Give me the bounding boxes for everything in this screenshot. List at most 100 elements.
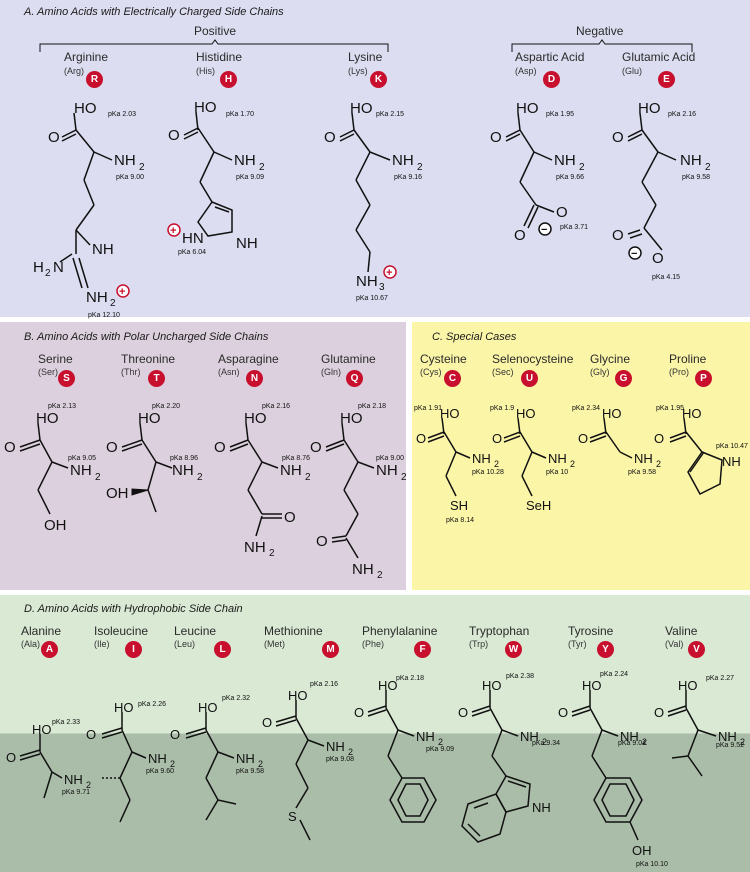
atom-ho: HO: [440, 406, 460, 421]
atom-s: S: [288, 809, 297, 824]
aa-badge-arginine: R: [86, 71, 103, 88]
atom-ho: HO: [198, 700, 218, 715]
aa-name-selenocysteine: Selenocysteine: [492, 352, 574, 366]
panel-special: [412, 322, 750, 590]
pka-label: pKa 2.26: [138, 701, 166, 708]
pka-label: pKa 2.38: [506, 673, 534, 680]
pka-label: pKa 1.70: [226, 111, 254, 118]
structure-arginine: HO pKa 2.03 O NH 2 pKa 9.00 NH H 2 N NH …: [33, 100, 145, 319]
subscript: 2: [86, 780, 91, 790]
atom-o: O: [316, 533, 328, 550]
pka-label: pKa 9.66: [556, 174, 584, 181]
atom-nh2: NH: [718, 729, 737, 744]
structure-glutamine: HO pKa 2.18 O NH 2 pKa 9.00 O NH 2: [310, 403, 407, 581]
section-title-d: D. Amino Acids with Hydrophobic Side Cha…: [24, 603, 243, 615]
atom-ho: HO: [114, 700, 134, 715]
aa-abbr-lysine: (Lys): [348, 66, 368, 76]
aa-abbr-threonine: (Thr): [121, 367, 141, 377]
subscript: 2: [110, 298, 116, 309]
atom-o: O: [492, 431, 502, 446]
structure-leucine: HO pKa 2.32 O NH 2 pKa 9.58: [170, 695, 264, 821]
atom-o: O: [86, 727, 96, 742]
subscript: 2: [642, 737, 647, 747]
aa-abbr-arginine: (Arg): [64, 66, 84, 76]
aa-abbr-tryptophan: (Trp): [469, 639, 489, 649]
subscript: 2: [705, 162, 711, 173]
aa-badge-methionine: M: [322, 641, 339, 658]
subscript: 2: [258, 759, 263, 769]
atom-ho: HO: [638, 100, 661, 117]
structure-asparagine: HO pKa 2.16 O NH 2 pKa 8.76 O NH 2: [214, 403, 311, 559]
atom-o: O: [324, 129, 336, 146]
atom-ho: HO: [138, 410, 161, 427]
aa-abbr-serine: (Ser): [38, 367, 58, 377]
atom-ho: HO: [288, 688, 308, 703]
atom-o: O: [654, 705, 664, 720]
pka-label: pKa 10.10: [636, 861, 668, 868]
aa-badge-selenocysteine: U: [521, 370, 538, 387]
atom-nh2: NH: [548, 451, 567, 466]
subscript: 3: [379, 282, 385, 293]
pka-label: pKa 2.33: [52, 719, 80, 726]
structure-valine: HO pKa 2.27 O NH 2 pKa 9.52: [654, 675, 745, 777]
atom-o: O: [416, 431, 426, 446]
pka-label: pKa 9.58: [236, 768, 264, 775]
structure-threonine: HO pKa 2.20 O NH 2 pKa 8.96 OH: [106, 403, 203, 513]
section-title-b: B. Amino Acids with Polar Uncharged Side…: [24, 331, 269, 343]
atom-nh: NH: [236, 235, 258, 252]
atom-nh2: NH: [326, 739, 345, 754]
pka-label: pKa 9.52: [716, 742, 744, 749]
pka-label: pKa 1.95: [546, 111, 574, 118]
atom-nh: NH: [92, 241, 114, 258]
aa-badge-proline: P: [695, 370, 712, 387]
pka-label: pKa 9.58: [682, 174, 710, 181]
aa-name-aspartic-acid: Aspartic Acid: [515, 50, 585, 64]
pka-label: pKa 2.15: [376, 111, 404, 118]
atom-ho: HO: [602, 406, 622, 421]
atom-nh2: NH: [680, 152, 702, 169]
aa-badge-leucine: L: [214, 641, 231, 658]
aa-name-tryptophan: Tryptophan: [469, 624, 530, 638]
aa-badge-histidine: H: [220, 71, 237, 88]
aa-abbr-isoleucine: (Ile): [94, 639, 110, 649]
pka-label: pKa 9.05: [68, 455, 96, 462]
section-title-c: C. Special Cases: [432, 331, 517, 343]
structure-alanine: HO pKa 2.33 O NH 2 pKa 9.71: [6, 719, 91, 799]
aa-badge-lysine: K: [370, 71, 387, 88]
atom-nh2: NH: [236, 751, 255, 766]
structure-tyrosine: HO pKa 2.24 O NH 2 pKa 9.04 OH pKa 10.10: [558, 671, 668, 868]
subscript: 2: [401, 472, 407, 483]
structure-proline: HO pKa 1.95 O NH pKa 10.47: [654, 405, 748, 495]
atom-nh2: NH: [520, 729, 539, 744]
structure-serine: HO pKa 2.13 O NH 2 pKa 9.05 OH: [4, 403, 101, 534]
pka-label: pKa 2.27: [706, 675, 734, 682]
atom-o: O: [556, 204, 568, 221]
atom-ho: HO: [340, 410, 363, 427]
atom-seh: SeH: [526, 498, 551, 513]
atom-nh2: NH: [86, 289, 108, 306]
aa-badge-tyrosine: Y: [597, 641, 614, 658]
atom-sh: SH: [450, 498, 468, 513]
pka-label: pKa 10.67: [356, 295, 388, 302]
brace-negative: [511, 39, 693, 52]
pka-label: pKa 2.16: [310, 681, 338, 688]
atom-o: O: [214, 439, 226, 456]
aa-badge-glutamic-acid: E: [658, 71, 675, 88]
aa-name-arginine: Arginine: [64, 50, 109, 64]
charge-label: +: [119, 286, 125, 298]
positive-charge-icon: [383, 265, 397, 279]
charge-label: +: [386, 267, 392, 279]
atom-ho: HO: [516, 406, 536, 421]
atom-o: O: [490, 129, 502, 146]
pka-label: pKa 9.00: [376, 455, 404, 462]
aa-name-isoleucine: Isoleucine: [94, 624, 149, 638]
subscript: 2: [95, 472, 101, 483]
atom-o: O: [106, 439, 118, 456]
atom-o: O: [170, 727, 180, 742]
pka-label: pKa 10.28: [472, 469, 504, 476]
atom-o: O: [310, 439, 322, 456]
subscript: 2: [417, 162, 423, 173]
pka-label: pKa 2.24: [600, 671, 628, 678]
aa-abbr-cysteine: (Cys): [420, 367, 442, 377]
aa-name-alanine: Alanine: [21, 624, 62, 638]
